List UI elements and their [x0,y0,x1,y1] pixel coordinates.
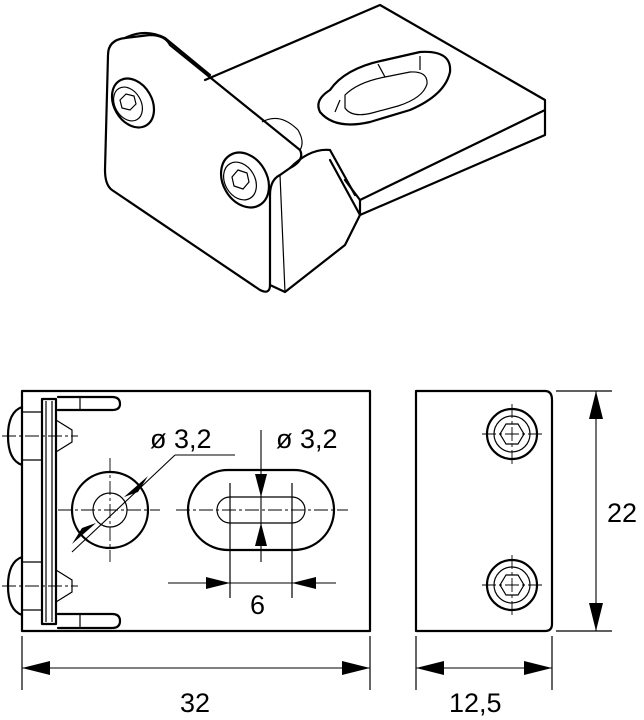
depth-dimension: 12,5 [415,636,553,718]
width-label: 32 [180,688,210,718]
flange-side-face [268,213,362,294]
side-lower-bolt [482,555,542,615]
slot-depth-lines [334,56,421,113]
isometric-view [103,3,547,294]
round-hole [58,458,160,562]
flange-strip [40,397,58,626]
slot-spacing-label: 6 [250,590,265,620]
upper-bolt [110,77,156,129]
base-plate-side [358,108,547,217]
base-plate-front-bevel [328,158,362,217]
slot-diameter-label: ø 3,2 [276,424,338,454]
top-tab [56,395,122,412]
front-view: ø 3,2 ø 3,2 6 32 [2,389,372,718]
side-view-body [414,389,554,633]
height-label: 22 [607,498,637,528]
width-dimension: 32 [21,636,371,718]
slot-outer [317,50,452,126]
height-dimension: 22 [556,390,637,632]
lower-bolt [219,151,271,209]
flange-top-edge [123,31,357,197]
flange-front-face [103,33,303,293]
rear-nut-outline [261,117,303,151]
slot-diameter-callout: ø 3,2 [255,424,338,562]
depth-label: 12,5 [449,688,502,718]
slot-spacing-dimension: 6 [168,577,336,620]
flange-inner-edge [279,174,286,293]
slot-inner [344,71,428,116]
hole-diameter-label: ø 3,2 [150,424,212,454]
slot [176,468,348,598]
bottom-tab [56,612,122,630]
side-view: 22 12,5 [414,389,637,718]
base-plate-top-face [203,3,547,202]
flange-strip-inner [45,401,53,622]
front-view-body [20,389,372,633]
hole-diameter-callout: ø 3,2 [71,424,235,553]
side-upper-bolt [482,404,542,464]
